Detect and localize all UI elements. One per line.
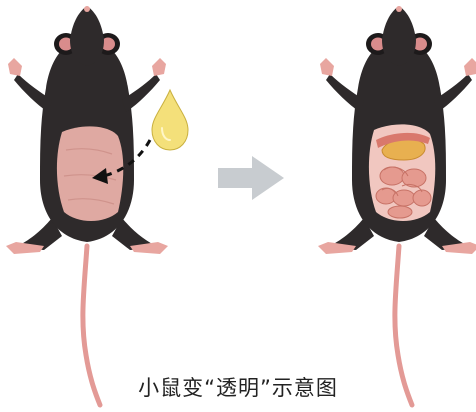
mouse-after xyxy=(318,6,476,405)
mouse-before xyxy=(6,6,168,405)
skin-patch xyxy=(57,126,123,221)
caption: 小鼠变“透明”示意图 xyxy=(0,372,476,402)
transition-arrow xyxy=(218,156,284,200)
